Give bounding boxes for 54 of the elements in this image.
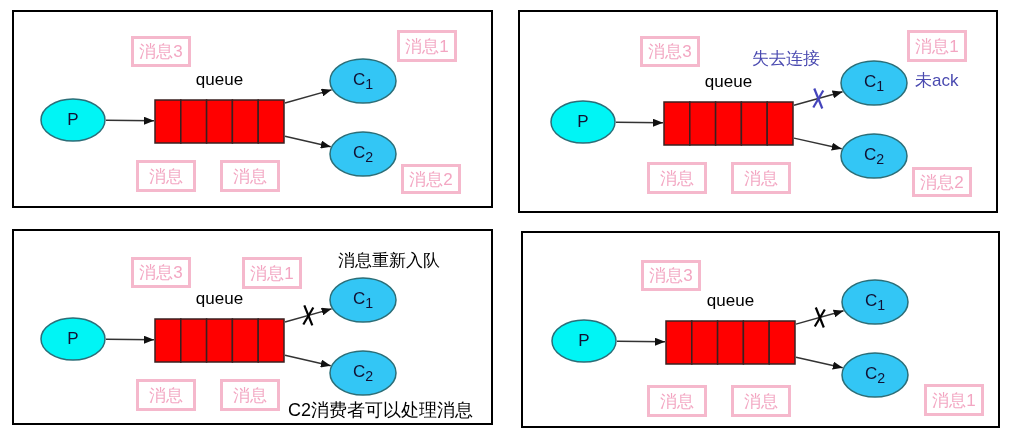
node-label: C$_{1}$: [352, 69, 374, 93]
message-box: 消息: [647, 385, 707, 417]
arrow: [105, 116, 155, 125]
arrow: [284, 135, 332, 149]
message-box: 消息: [647, 162, 707, 194]
message-box: 消息1: [924, 384, 984, 416]
arrow: [284, 307, 333, 323]
message-box: 消息: [731, 385, 791, 417]
node-label: C$_{2}$: [352, 361, 374, 385]
panel-frame: [521, 231, 1000, 428]
node-label: C$_{2}$: [864, 363, 886, 387]
message-box: 消息3: [640, 36, 700, 67]
panel-frame: [12, 229, 493, 425]
message-box: 消息1: [242, 257, 302, 289]
panel-frame: [518, 10, 998, 213]
node-label: C$_{1}$: [352, 288, 374, 312]
message-box: 消息: [136, 160, 196, 192]
annotation-text: C2消费者可以处理消息: [288, 399, 473, 422]
arrow: [105, 335, 155, 344]
message-box: 消息: [136, 379, 196, 411]
queue-label: queue: [703, 72, 754, 92]
node-label: C$_{1}$: [863, 71, 885, 95]
message-box: 消息1: [907, 30, 967, 62]
arrow: [793, 137, 843, 151]
arrow: [795, 309, 845, 325]
queue-label: queue: [705, 291, 756, 311]
queue-label: queue: [194, 289, 245, 309]
node-label: P: [67, 110, 79, 130]
message-box: 消息3: [131, 36, 191, 67]
message-box: 消息: [220, 160, 280, 192]
arrow: [795, 356, 844, 370]
node-label: P: [577, 112, 589, 132]
message-box: 消息1: [397, 30, 457, 62]
message-box: 消息: [731, 162, 791, 194]
arrow: [284, 88, 333, 104]
node-label: P: [578, 331, 590, 351]
message-box: 消息3: [131, 257, 191, 288]
node-label: C$_{2}$: [352, 142, 374, 166]
annotation-text: 未ack: [915, 70, 959, 92]
queue-label: queue: [194, 70, 245, 90]
node-label: P: [67, 329, 79, 349]
arrow: [284, 354, 332, 368]
node-label: C$_{1}$: [864, 290, 886, 314]
node-label: C$_{2}$: [863, 144, 885, 168]
arrow: [615, 118, 664, 127]
message-box: 消息2: [912, 167, 972, 197]
message-box: 消息2: [401, 164, 461, 194]
panel-frame: [12, 10, 493, 208]
annotation-text: 消息重新入队: [338, 250, 440, 272]
arrow: [616, 337, 666, 346]
arrow: [793, 90, 844, 106]
message-box: 消息3: [641, 260, 701, 291]
message-box: 消息: [220, 379, 280, 411]
annotation-text: 失去连接: [752, 48, 820, 70]
